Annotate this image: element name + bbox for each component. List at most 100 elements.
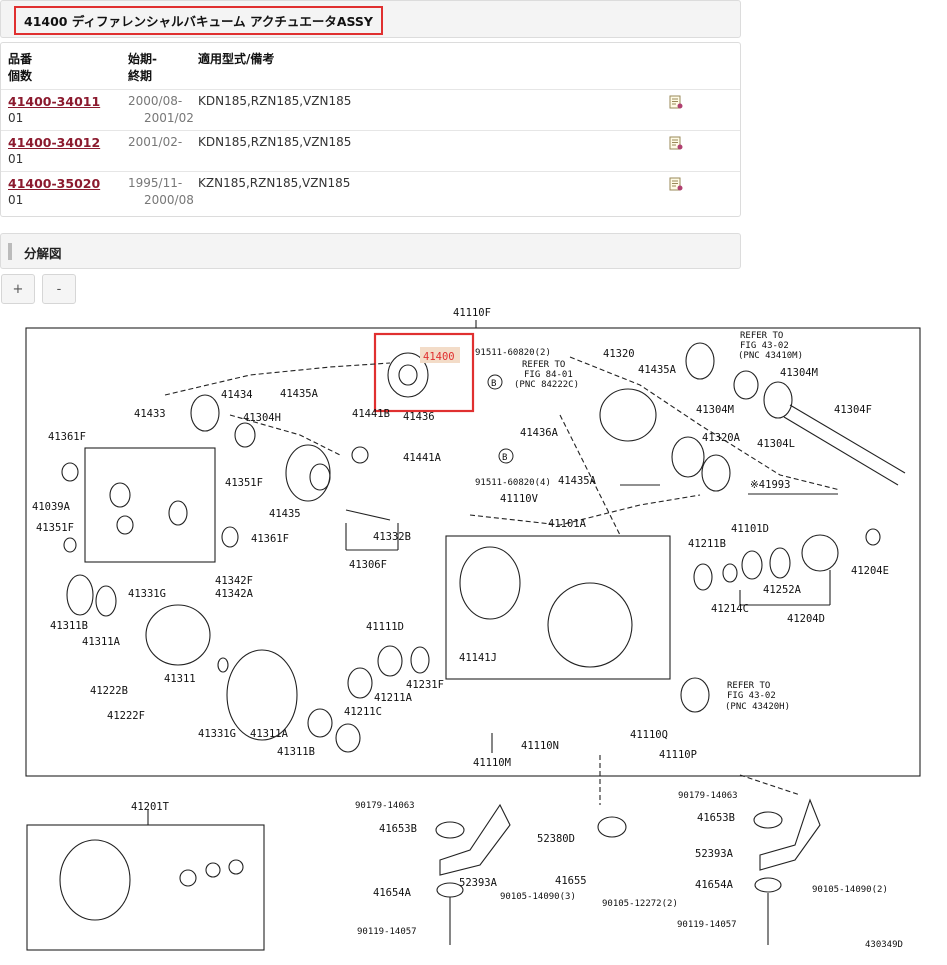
label-41304M: 41304M	[696, 404, 734, 416]
label-41311A: 41311A	[250, 728, 289, 740]
start-date: 2001/02-	[128, 135, 183, 149]
label-91511-60820-2: 91511-60820(2)	[475, 348, 551, 358]
label-41101A: 41101A	[548, 518, 587, 530]
label-41435A: 41435A	[638, 364, 677, 376]
end-date: 2001/02	[144, 111, 194, 125]
label-refer-43b-3: (PNC 43420H)	[725, 702, 790, 712]
applicable-models: KDN185,RZN185,VZN185	[198, 135, 352, 149]
zoom-in-button[interactable]: +	[1, 274, 35, 304]
label-41351F: 41351F	[225, 477, 263, 489]
label-41434: 41434	[221, 389, 253, 401]
label-41436: 41436	[403, 411, 435, 423]
label-41110M: 41110M	[473, 757, 511, 769]
label-41110V: 41110V	[500, 493, 539, 505]
label-41342A: 41342A	[215, 588, 254, 600]
label-41231F: 41231F	[406, 679, 444, 691]
label-41320A: 41320A	[702, 432, 741, 444]
label-refer-84-a: REFER TO	[522, 360, 565, 370]
label-refer-43a-3: (PNC 43410M)	[738, 351, 803, 361]
label-41222B: 41222B	[90, 685, 128, 697]
title-panel: 41400 ディファレンシャルバキューム アクチュエータASSY	[0, 0, 741, 38]
label-41653B: 41653B	[697, 812, 735, 824]
quantity: 01	[8, 111, 24, 125]
label-41304H: 41304H	[243, 412, 281, 424]
label-41654A: 41654A	[695, 879, 734, 891]
part-number-link[interactable]: 41400-34011	[8, 94, 101, 109]
label-41653B: 41653B	[379, 823, 417, 835]
zoom-out-button[interactable]: -	[42, 274, 76, 304]
label-41304F: 41304F	[834, 404, 872, 416]
label-41993: ※41993	[750, 479, 790, 491]
label-41101D: 41101D	[731, 523, 769, 535]
label-41222F: 41222F	[107, 710, 145, 722]
label-41435: 41435	[269, 508, 301, 520]
label-41201T: 41201T	[131, 801, 170, 813]
marker-b-circle	[498, 448, 514, 464]
label-41311: 41311	[164, 673, 196, 685]
label-41141J: 41141J	[459, 652, 497, 664]
label-41110N: 41110N	[521, 740, 559, 752]
marker-b-label: B	[491, 379, 496, 389]
label-41204D: 41204D	[787, 613, 825, 625]
start-date: 1995/11-	[128, 176, 183, 190]
label-41351F: 41351F	[36, 522, 74, 534]
label-41306F: 41306F	[349, 559, 387, 571]
label-refer-43a-1: REFER TO	[740, 331, 783, 341]
label-41331G: 41331G	[198, 728, 236, 740]
label-41654A: 41654A	[373, 887, 412, 899]
label-90179-14063: 90179-14063	[355, 801, 415, 811]
label-52393A: 52393A	[695, 848, 734, 860]
label-41110P: 41110P	[659, 749, 697, 761]
note-icon[interactable]	[669, 95, 683, 109]
label-refer-84-c: (PNC 84222C)	[514, 380, 579, 390]
label-90119-14057: 90119-14057	[357, 927, 417, 937]
section-bar	[8, 243, 12, 260]
label-41304M: 41304M	[780, 367, 818, 379]
label-90119-14057: 90119-14057	[677, 920, 737, 930]
applicable-models: KZN185,RZN185,VZN185	[198, 176, 351, 190]
label-refer-43b-2: FIG 43-02	[727, 691, 776, 701]
part-number-link[interactable]: 41400-35020	[8, 176, 101, 191]
label-41342F: 41342F	[215, 575, 253, 587]
marker-b-circle	[487, 374, 503, 390]
label-41435A: 41435A	[558, 475, 597, 487]
label-41361F: 41361F	[48, 431, 86, 443]
start-date: 2000/08-	[128, 94, 183, 108]
label-41400[interactable]: 41400	[423, 351, 455, 363]
quantity: 01	[8, 193, 24, 207]
label-41110Q: 41110Q	[630, 729, 668, 741]
label-41304L: 41304L	[757, 438, 795, 450]
label-90105-14090-3: 90105-14090(3)	[500, 892, 576, 902]
label-41214C: 41214C	[711, 603, 749, 615]
label-41436A: 41436A	[520, 427, 559, 439]
table-row: 41400-34012 01 2001/02- KDN185,RZN185,VZ…	[1, 130, 740, 172]
label-41311B: 41311B	[50, 620, 88, 632]
note-icon[interactable]	[669, 177, 683, 191]
marker-b-label: B	[502, 453, 507, 463]
label-90105-14090-2: 90105-14090(2)	[812, 885, 888, 895]
exploded-view-header: 分解図	[0, 233, 741, 269]
label-41435A: 41435A	[280, 388, 319, 400]
label-41252A: 41252A	[763, 584, 802, 596]
parts-table: 品番 個数 始期- 終期 適用型式/備考 41400-34011 01 2000…	[0, 42, 741, 217]
note-icon[interactable]	[669, 136, 683, 150]
label-91511-60820-4: 91511-60820(4)	[475, 478, 551, 488]
label-41441B: 41441B	[352, 408, 390, 420]
label-41320: 41320	[603, 348, 635, 360]
label-41311A: 41311A	[82, 636, 121, 648]
exploded-diagram: 41110F 41400 91511-60820(2) REFER TO FIG…	[25, 307, 921, 951]
end-date: 2000/08	[144, 193, 194, 207]
label-52380D: 52380D	[537, 833, 575, 845]
label-90179-14063: 90179-14063	[678, 791, 738, 801]
figure-id: 430349D	[865, 940, 903, 950]
quantity: 01	[8, 152, 24, 166]
header-models: 適用型式/備考	[198, 52, 275, 66]
table-row: 41400-34011 01 2000/08- 2001/02 KDN185,R…	[1, 89, 740, 131]
label-41211C: 41211C	[344, 706, 382, 718]
label-refer-43b-1: REFER TO	[727, 681, 770, 691]
label-41111D: 41111D	[366, 621, 404, 633]
label-41204E: 41204E	[851, 565, 889, 577]
header-end: 終期	[128, 69, 153, 83]
page-title: 41400 ディファレンシャルバキューム アクチュエータASSY	[14, 6, 383, 35]
part-number-link[interactable]: 41400-34012	[8, 135, 101, 150]
